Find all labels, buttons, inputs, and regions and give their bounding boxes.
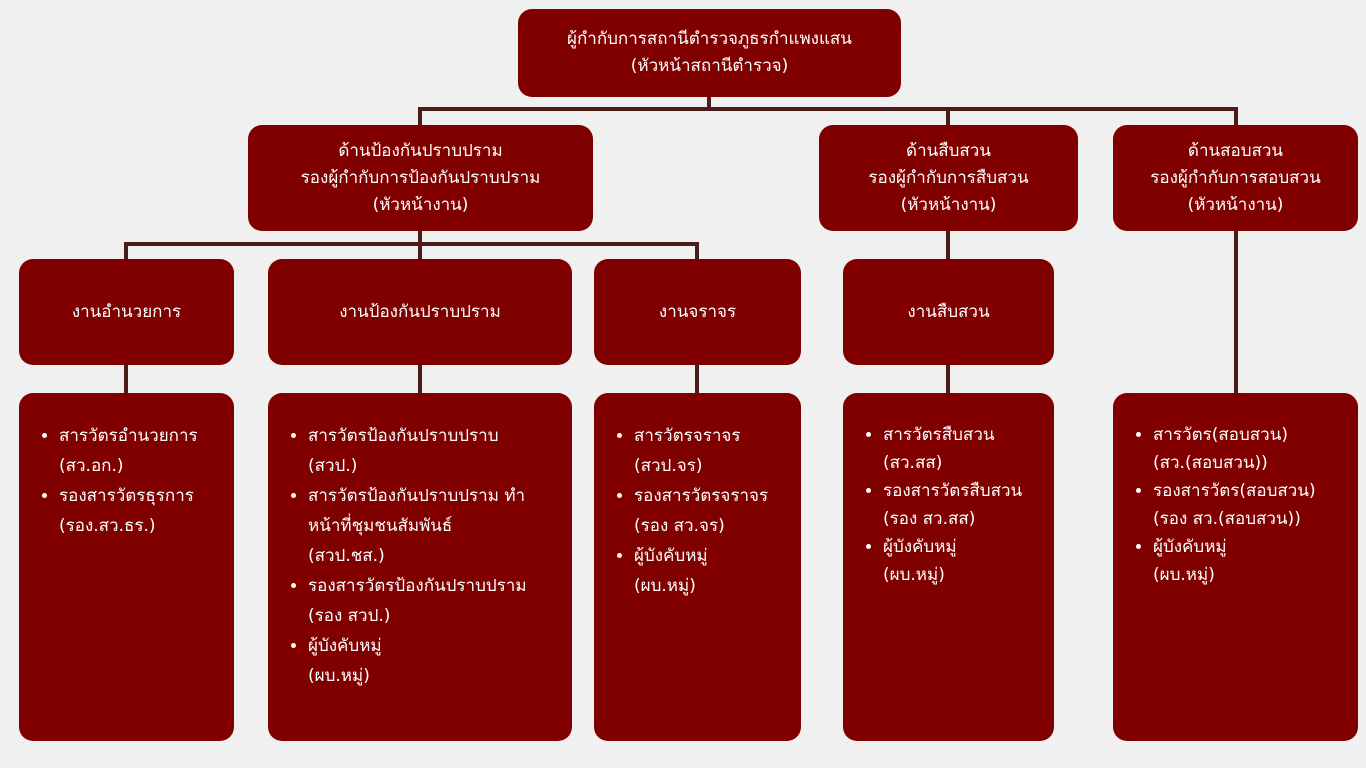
staff-item: รองสารวัตร(สอบสวน)(รอง สว.(สอบสวน)) <box>1153 477 1352 533</box>
staff-item: สารวัตรจราจร(สวป.จร) <box>634 421 795 481</box>
unit-label: งานป้องกันปราบปราม <box>339 301 501 322</box>
staff-item: ผู้บังคับหมู่(ผบ.หมู่) <box>308 631 566 691</box>
connector <box>707 97 711 111</box>
staff-item: ผู้บังคับหมู่(ผบ.หมู่) <box>883 533 1048 589</box>
unit-administration: งานอำนวยการ <box>19 259 234 365</box>
connector <box>418 107 1238 111</box>
unit-investigation: งานสืบสวน <box>843 259 1054 365</box>
staff-box-investigation: สารวัตรสืบสวน(สว.สส) รองสารวัตรสืบสวน(รอ… <box>843 393 1054 741</box>
staff-item: รองสารวัตรป้องกันปราบปราม(รอง สวป.) <box>308 571 566 631</box>
connector <box>695 365 699 393</box>
unit-prevention: งานป้องกันปราบปราม <box>268 259 572 365</box>
unit-label: งานจราจร <box>658 301 737 322</box>
connector <box>946 365 950 393</box>
connector <box>124 365 128 393</box>
connector <box>1234 107 1238 125</box>
station-chief-title: ผู้กำกับการสถานีตำรวจภูธรกำแพงแสน <box>567 29 852 49</box>
connector <box>418 365 422 393</box>
station-chief-subtitle: (หัวหน้าสถานีตำรวจ) <box>630 56 789 76</box>
division-role: (หัวหน้างาน) <box>900 194 997 215</box>
station-chief-box: ผู้กำกับการสถานีตำรวจภูธรกำแพงแสน (หัวหน… <box>518 9 901 97</box>
connector <box>946 107 950 125</box>
division-name: ด้านป้องกันปราบปราม <box>338 140 503 161</box>
division-prevention: ด้านป้องกันปราบปราม รองผู้กำกับการป้องกั… <box>248 125 593 231</box>
division-investigation: ด้านสืบสวน รองผู้กำกับการสืบสวน (หัวหน้า… <box>819 125 1078 231</box>
staff-item: รองสารวัตรสืบสวน(รอง สว.สส) <box>883 477 1048 533</box>
unit-label: งานอำนวยการ <box>71 301 182 322</box>
connector <box>695 242 699 259</box>
staff-item: ผู้บังคับหมู่(ผบ.หมู่) <box>1153 533 1352 589</box>
staff-item: สารวัตรป้องกันปราบปราม ทำหน้าที่ชุมชนสัม… <box>308 481 566 571</box>
staff-item: รองสารวัตรธุรการ(รอง.สว.ธร.) <box>59 481 228 541</box>
division-deputy: รองผู้กำกับการสอบสวน <box>1150 167 1321 188</box>
division-inquiry: ด้านสอบสวน รองผู้กำกับการสอบสวน (หัวหน้า… <box>1113 125 1358 231</box>
unit-label: งานสืบสวน <box>907 301 990 322</box>
division-deputy: รองผู้กำกับการป้องกันปราบปราม <box>300 167 541 188</box>
staff-list: สารวัตร(สอบสวน)(สว.(สอบสวน)) รองสารวัตร(… <box>1113 393 1358 589</box>
division-deputy: รองผู้กำกับการสืบสวน <box>868 167 1029 188</box>
division-name: ด้านสืบสวน <box>906 140 991 161</box>
division-role: (หัวหน้างาน) <box>1187 194 1284 215</box>
staff-box-prevention: สารวัตรป้องกันปราบปราบ(สวป.) สารวัตรป้อง… <box>268 393 572 741</box>
staff-item: ผู้บังคับหมู่(ผบ.หมู่) <box>634 541 795 601</box>
staff-list: สารวัตรสืบสวน(สว.สส) รองสารวัตรสืบสวน(รอ… <box>843 393 1054 589</box>
staff-item: รองสารวัตรจราจร(รอง สว.จร) <box>634 481 795 541</box>
connector <box>1234 231 1238 411</box>
unit-traffic: งานจราจร <box>594 259 801 365</box>
connector <box>124 242 699 246</box>
connector <box>418 107 422 125</box>
connector <box>124 242 128 259</box>
staff-box-administration: สารวัตรอำนวยการ(สว.อก.) รองสารวัตรธุรการ… <box>19 393 234 741</box>
staff-list: สารวัตรป้องกันปราบปราบ(สวป.) สารวัตรป้อง… <box>268 393 572 691</box>
staff-list: สารวัตรอำนวยการ(สว.อก.) รองสารวัตรธุรการ… <box>19 393 234 541</box>
staff-item: สารวัตรป้องกันปราบปราบ(สวป.) <box>308 421 566 481</box>
staff-item: สารวัตรสืบสวน(สว.สส) <box>883 421 1048 477</box>
staff-list: สารวัตรจราจร(สวป.จร) รองสารวัตรจราจร(รอง… <box>594 393 801 601</box>
division-name: ด้านสอบสวน <box>1187 140 1284 161</box>
staff-box-inquiry: สารวัตร(สอบสวน)(สว.(สอบสวน)) รองสารวัตร(… <box>1113 393 1358 741</box>
connector <box>946 231 950 259</box>
staff-item: สารวัตร(สอบสวน)(สว.(สอบสวน)) <box>1153 421 1352 477</box>
staff-box-traffic: สารวัตรจราจร(สวป.จร) รองสารวัตรจราจร(รอง… <box>594 393 801 741</box>
division-role: (หัวหน้างาน) <box>372 194 469 215</box>
staff-item: สารวัตรอำนวยการ(สว.อก.) <box>59 421 228 481</box>
